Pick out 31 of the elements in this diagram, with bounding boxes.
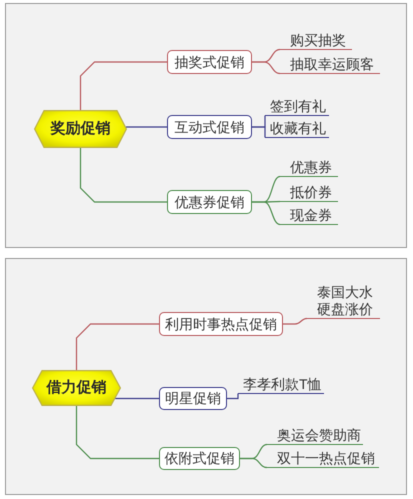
connector-line	[80, 148, 167, 203]
subtopic-label: 抵价券	[280, 184, 338, 202]
branch-topic-box: 依附式促销	[159, 447, 240, 470]
connector-line	[126, 126, 167, 128]
subtopic-label: 抽取幸运顾客	[280, 56, 380, 74]
branch-topic-box: 利用时事热点促销	[159, 312, 283, 336]
subtopic-label: 奥运会赞助商	[267, 427, 363, 445]
subtopic-label: 收藏有礼	[265, 120, 329, 138]
branch-topic-box: 优惠券促销	[167, 190, 252, 214]
connector-line	[252, 201, 280, 226]
branch-topic-box: 互动式促销	[167, 115, 252, 139]
central-topic-hexagon: 奖励促销	[34, 110, 127, 148]
connector-line	[240, 458, 268, 468]
subtopic-label: 签到有礼	[265, 98, 329, 116]
connector-line	[76, 406, 159, 460]
subtopic-label: 现金券	[280, 207, 338, 225]
subtopic-label: 泰国大水硬盘涨价	[307, 284, 380, 319]
central-topic-hexagon: 借力促销	[32, 370, 121, 406]
subtopic-label: 购买抽奖	[280, 32, 352, 50]
connector-line	[115, 398, 159, 400]
connector-line	[283, 318, 308, 325]
branch-topic-box: 明星促销	[159, 387, 227, 410]
subtopic-label: 李孝利款T恤	[238, 376, 324, 394]
connector-line	[76, 323, 159, 370]
branch-topic-box: 抽奖式促销	[167, 50, 252, 74]
subtopic-label: 双十一热点促销	[267, 450, 379, 468]
connector-line	[252, 126, 266, 138]
connector-line	[227, 394, 239, 400]
connector-line	[80, 61, 167, 110]
connector-line	[252, 61, 280, 74]
subtopic-label: 优惠券	[280, 159, 338, 177]
